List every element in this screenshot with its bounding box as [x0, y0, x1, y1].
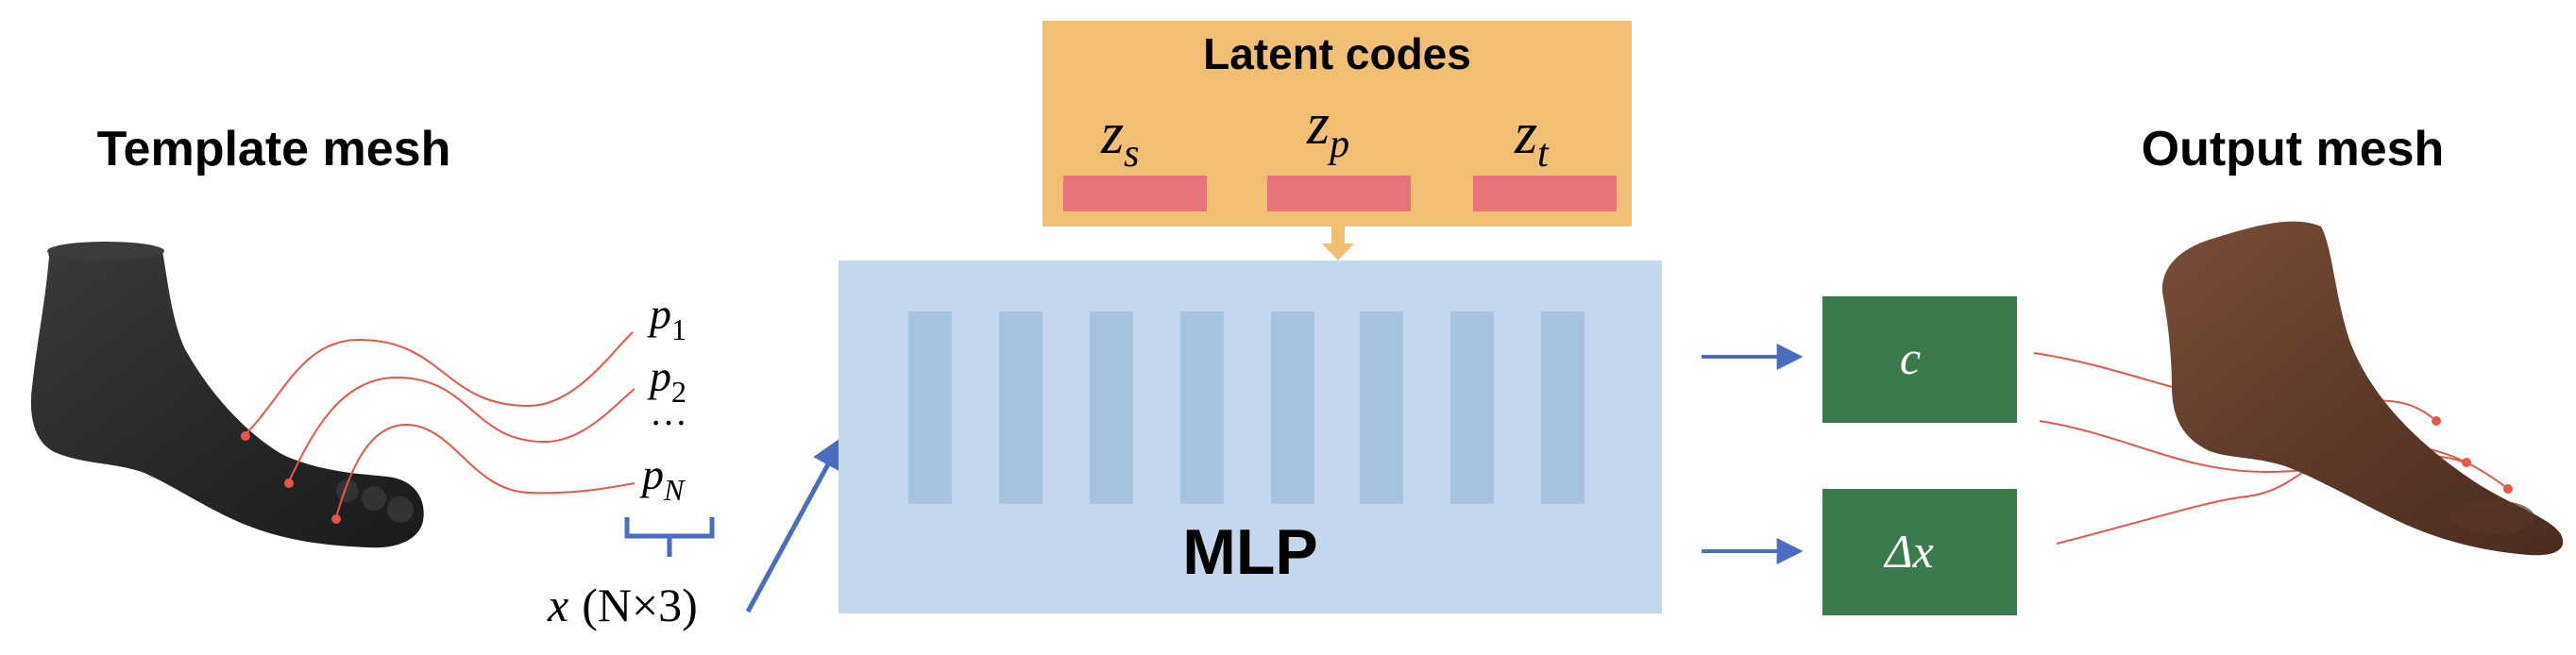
latent-code-zt-label: zt	[1514, 102, 1550, 176]
mlp-layer-2	[999, 311, 1042, 504]
mlp-layer-1	[908, 311, 952, 504]
template-mesh-title: Template mesh	[97, 122, 451, 176]
displacement-output-label: Δx	[1883, 525, 1934, 578]
point-label-ellipsis: …	[650, 391, 687, 433]
output-point-1	[2432, 416, 2441, 426]
mlp-layer-8	[1541, 311, 1585, 504]
latent-to-mlp-arrow	[1322, 227, 1354, 260]
mlp-layer-3	[1090, 311, 1133, 504]
mlp-block: MLP	[839, 260, 1662, 613]
latent-code-zs-label: zs	[1100, 102, 1140, 176]
template-foot-mesh	[30, 242, 424, 548]
template-point-1	[241, 431, 250, 441]
template-correspondence-lines	[245, 331, 636, 518]
mlp-layer-7	[1450, 311, 1494, 504]
mlp-layer-6	[1360, 311, 1403, 504]
mlp-layer-4	[1180, 311, 1224, 504]
latent-code-zp-bar	[1267, 176, 1411, 211]
latent-codes-box: Latent codes zs zp zt	[1042, 21, 1632, 227]
input-arrow	[745, 435, 844, 613]
output-point-3	[2503, 484, 2513, 494]
latent-code-zp-label: zp	[1306, 92, 1349, 166]
point-label-p1: p1	[647, 290, 686, 346]
displacement-output-box: Δx	[1822, 489, 2017, 615]
template-point-3	[331, 514, 341, 524]
input-label: x(N×3)	[547, 579, 698, 631]
output-mesh-title: Output mesh	[2142, 122, 2445, 176]
output-point-2	[2462, 458, 2471, 467]
color-output-box: c	[1822, 296, 2017, 423]
latent-code-zs-bar	[1063, 176, 1207, 211]
latent-codes-title: Latent codes	[1203, 29, 1471, 78]
mlp-label: MLP	[1182, 516, 1318, 588]
mlp-layer-5	[1271, 311, 1314, 504]
output-foot-mesh	[2161, 221, 2564, 556]
stack-bracket	[624, 517, 715, 557]
color-output-label: c	[1900, 331, 1921, 384]
latent-code-zt-bar	[1473, 176, 1617, 211]
template-point-2	[284, 479, 294, 488]
point-label-pN: pN	[639, 450, 686, 507]
point-label-p2: p2	[647, 352, 686, 409]
